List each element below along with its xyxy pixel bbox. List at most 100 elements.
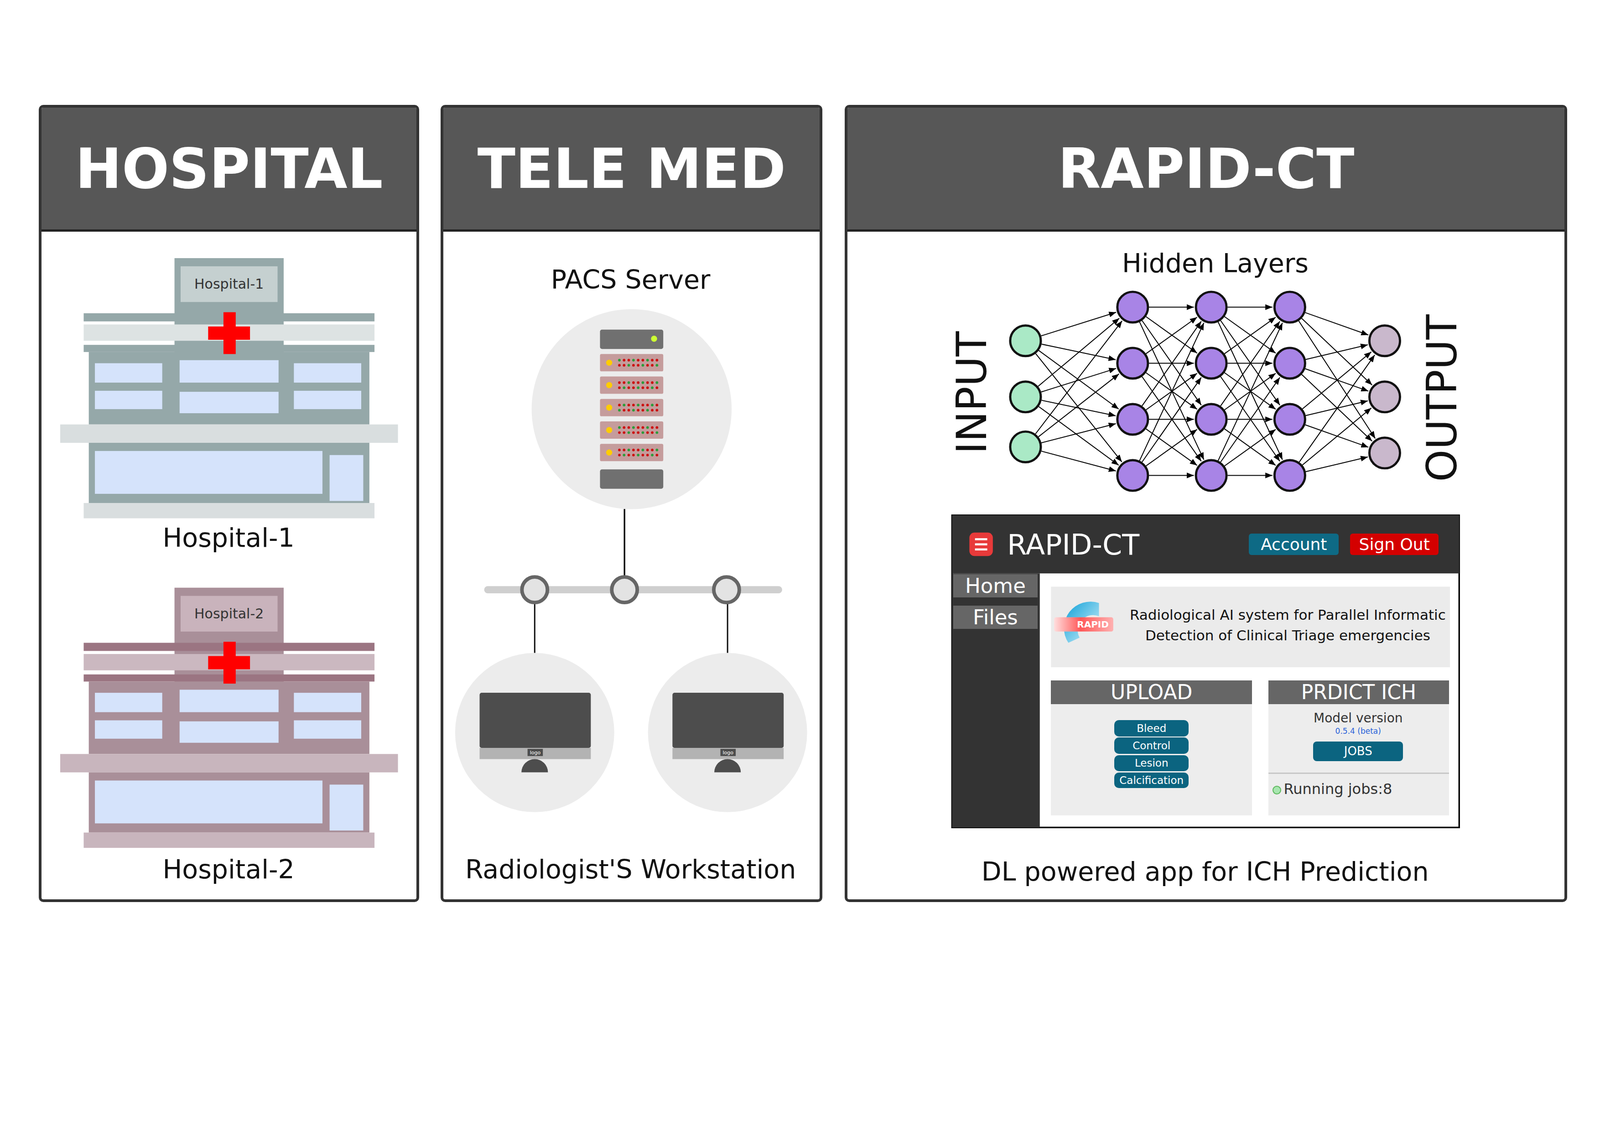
panel-header: HOSPITAL xyxy=(41,107,417,232)
app-window xyxy=(951,515,1460,574)
hospital-1-building xyxy=(293,390,362,410)
predict-panel: PRDICT ICHModel version0.5.4 (beta)Runni… xyxy=(1268,680,1450,816)
server-led xyxy=(622,431,626,435)
server-circle: PACS Server xyxy=(531,309,733,510)
server-led xyxy=(636,408,640,412)
server-led xyxy=(646,358,650,362)
button-label: Calcification xyxy=(1119,774,1184,786)
menu-item: Home xyxy=(953,574,1039,598)
server-led xyxy=(636,431,640,435)
server-led xyxy=(641,431,645,435)
server-led xyxy=(646,431,650,435)
server-led xyxy=(650,426,654,430)
network-link xyxy=(1220,321,1280,407)
server-led xyxy=(627,358,631,362)
server-led xyxy=(606,359,613,366)
server-led xyxy=(636,358,640,362)
workstation-icon xyxy=(479,748,592,760)
hospital-2-building xyxy=(60,753,399,773)
hospital-1-building xyxy=(83,324,375,341)
hospital-1-building xyxy=(83,503,375,519)
node-title: RAPID xyxy=(1076,619,1109,629)
server-led xyxy=(650,448,654,452)
axis-label: OUTPUT xyxy=(1419,314,1465,482)
server-led xyxy=(641,448,645,452)
server-led xyxy=(641,403,645,407)
server-led xyxy=(622,448,626,452)
workstation-icon xyxy=(672,748,784,760)
neural-network xyxy=(1010,291,1401,491)
network-link xyxy=(1227,306,1273,308)
upload-button: Control xyxy=(1114,737,1189,754)
neuron xyxy=(1369,325,1400,357)
network-link xyxy=(1142,321,1202,407)
hospital-1-building xyxy=(94,451,323,494)
network-link xyxy=(1220,376,1280,462)
upload-panel: UPLOADBleedControlLesionCalcification xyxy=(1050,680,1252,816)
server-led xyxy=(618,453,621,457)
neuron xyxy=(1274,348,1305,379)
server-led xyxy=(641,408,645,412)
upload-button: Lesion xyxy=(1114,755,1189,772)
network-link xyxy=(1041,400,1116,416)
hospital-2-building xyxy=(293,720,362,739)
network-link xyxy=(1041,368,1117,393)
server-led xyxy=(655,363,659,367)
button-label: Sign Out xyxy=(1359,535,1430,554)
button-label: Home xyxy=(965,575,1026,597)
panel-header: TELE MED xyxy=(443,107,820,232)
node-title: Hospital-2 xyxy=(194,605,264,623)
hospital-2-building xyxy=(88,772,370,833)
panel-title: PRDICT ICH xyxy=(1301,681,1417,704)
network-link xyxy=(1139,322,1204,461)
neuron xyxy=(1010,431,1041,463)
network-link xyxy=(1301,374,1372,442)
server-led xyxy=(650,381,654,385)
network-bus xyxy=(611,576,638,603)
button-label: Lesion xyxy=(1134,757,1169,769)
server-led xyxy=(632,403,635,407)
panel-header: RAPID-CT xyxy=(847,107,1565,232)
server-led xyxy=(622,363,626,367)
server-led xyxy=(646,448,650,452)
hospital-2-building xyxy=(329,784,364,831)
network-link xyxy=(1305,457,1368,472)
server-led xyxy=(627,386,631,390)
panel-header: UPLOAD xyxy=(1050,680,1252,704)
workstation-icon xyxy=(648,653,808,813)
server-led xyxy=(655,448,659,452)
neuron xyxy=(1117,404,1149,435)
app-window xyxy=(951,515,1460,828)
info-box: RAPID Radiological AI system for Parallel… xyxy=(1050,586,1450,668)
hospital-2-building xyxy=(83,832,375,849)
server-led xyxy=(618,386,621,390)
pacs-server-icon xyxy=(531,309,733,510)
server-led xyxy=(646,363,650,367)
server-led xyxy=(641,358,645,362)
jobs-button: JOBS xyxy=(1313,741,1403,762)
server-led xyxy=(627,453,631,457)
server-led xyxy=(606,382,613,389)
hospital-1-building xyxy=(88,352,370,425)
server-led xyxy=(650,386,654,390)
node-text: Radiological AI system for Parallel Info… xyxy=(1123,604,1452,646)
node-title: logo xyxy=(529,750,541,756)
network-link xyxy=(1142,377,1202,463)
app-window xyxy=(1054,617,1114,632)
workstation-icon xyxy=(714,759,741,773)
button-label: Files xyxy=(972,606,1019,629)
hospital-2-building xyxy=(60,587,399,848)
button-label: Account xyxy=(1260,535,1327,554)
network-link xyxy=(1041,312,1117,337)
hospital-2-building xyxy=(293,692,362,713)
button-label: Control xyxy=(1132,740,1171,752)
neuron xyxy=(1117,348,1149,379)
app-window xyxy=(969,532,993,556)
neuron xyxy=(1117,460,1149,491)
hospital-2-building xyxy=(179,721,279,743)
panel-title: UPLOAD xyxy=(1110,681,1193,704)
server-unit xyxy=(600,376,664,395)
server-led xyxy=(618,448,621,452)
pacs-server-icon xyxy=(650,335,657,342)
server-led xyxy=(650,358,654,362)
